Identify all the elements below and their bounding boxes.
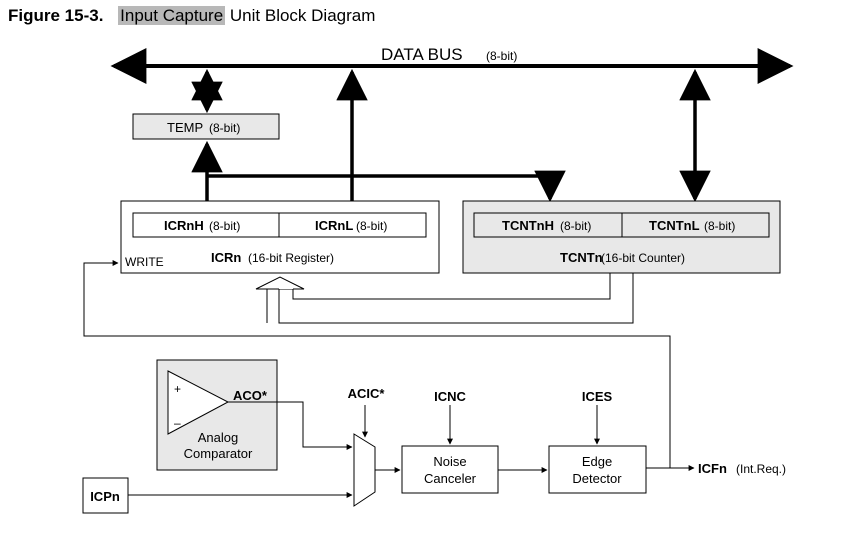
figure-title-highlight: Input Capture (118, 6, 226, 25)
noise-canceler: ICNC Noise Canceler (401, 389, 499, 494)
icrn-register: ICRnH (8-bit) ICRnL (8-bit) ICRn (16-bit… (120, 200, 440, 274)
comparator-minus: – (174, 416, 181, 430)
temp-register: TEMP (8-bit) (132, 68, 280, 140)
icnc-label: ICNC (434, 389, 466, 404)
data-bus: DATA BUS (8-bit) (110, 45, 794, 84)
figure-title: Figure 15-3. Input Capture Unit Block Di… (8, 6, 375, 26)
icfn-desc: (Int.Req.) (736, 462, 786, 476)
ices-label: ICES (582, 389, 613, 404)
write-label: WRITE (125, 255, 164, 269)
data-bus-width: (8-bit) (486, 49, 517, 63)
op-amp-symbol (167, 370, 230, 435)
tcntnl-name: TCNTnL (649, 218, 700, 233)
icfn-output: ICFn (Int.Req.) (646, 461, 786, 476)
aco-to-mux-line (228, 401, 353, 450)
icpn-pin: ICPn (82, 477, 129, 514)
write-feedback-line (83, 260, 671, 468)
acic-label: ACIC* (348, 386, 386, 401)
icfn-label: ICFn (698, 461, 727, 476)
icrnl-width: (8-bit) (356, 219, 387, 233)
tcntn-counter: TCNTnH (8-bit) TCNTnL (8-bit) TCNTn (16-… (462, 200, 781, 274)
aco-label: ACO* (233, 388, 268, 403)
figure-title-rest: Unit Block Diagram (229, 6, 376, 25)
tcntn-name: TCNTn (560, 250, 603, 265)
analog-comparator: + – ACO* Analog Comparator (156, 359, 278, 471)
icrn-desc: (16-bit Register) (248, 251, 334, 265)
icpn-label: ICPn (90, 489, 120, 504)
tcntn-desc: (16-bit Counter) (601, 251, 685, 265)
tcntnh-width: (8-bit) (560, 219, 591, 233)
tcnt-to-icr-transfer-arrow (255, 273, 634, 324)
edge-detector-line1: Edge (582, 454, 612, 469)
tcntnl-width: (8-bit) (704, 219, 735, 233)
temp-name: TEMP (167, 120, 203, 135)
data-bus-label: DATA BUS (381, 45, 463, 64)
comparator-plus: + (174, 382, 181, 396)
edge-detector-line2: Detector (572, 471, 622, 486)
icrnh-name: ICRnH (164, 218, 204, 233)
input-mux: ACIC* (348, 386, 386, 507)
icrn-name: ICRn (211, 250, 241, 265)
icrnl-name: ICRnL (315, 218, 353, 233)
register-bus-lines (191, 68, 711, 203)
figure-number: Figure 15-3. (8, 6, 104, 25)
noise-canceler-line1: Noise (433, 454, 466, 469)
comparator-label-line1: Analog (198, 430, 238, 445)
edge-detector: ICES Edge Detector (548, 389, 647, 494)
noise-canceler-line2: Canceler (424, 471, 477, 486)
icrnh-width: (8-bit) (209, 219, 240, 233)
tcntnh-name: TCNTnH (502, 218, 554, 233)
temp-width: (8-bit) (209, 121, 240, 135)
comparator-label-line2: Comparator (184, 446, 253, 461)
